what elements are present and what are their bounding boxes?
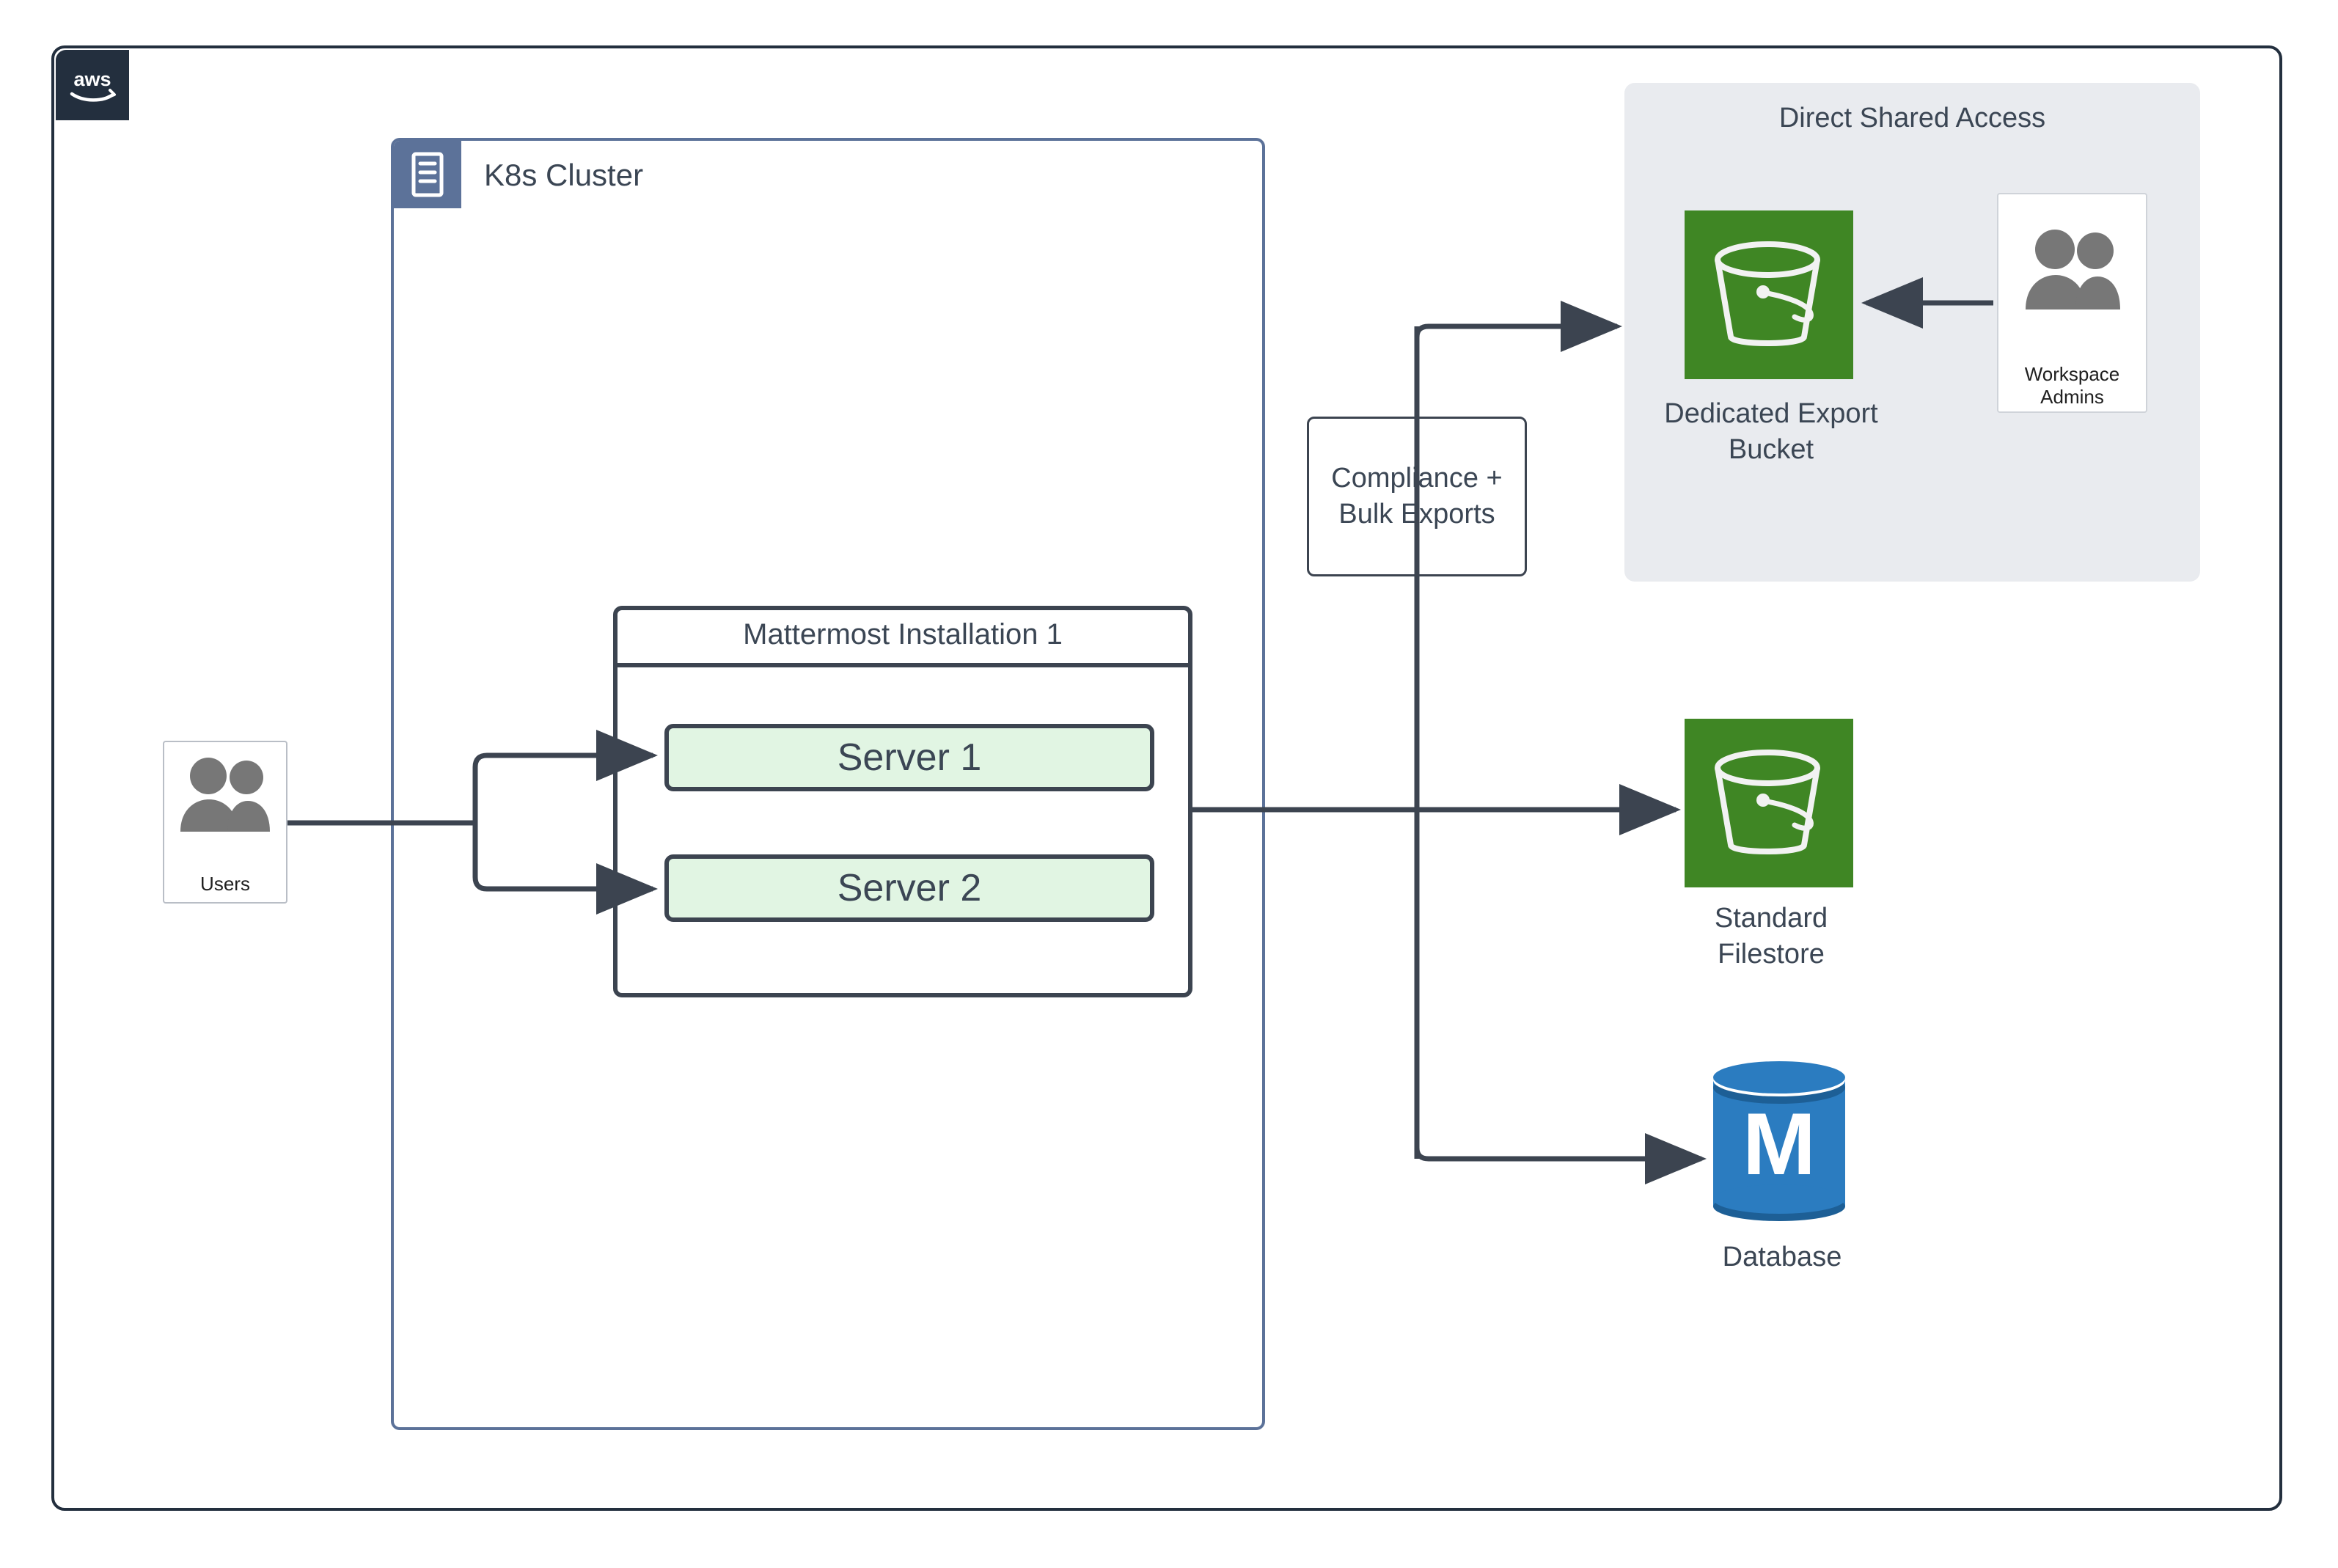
server-node-2[interactable]: Server 2: [664, 854, 1154, 922]
standard-filestore-caption-line-1: Standard: [1714, 903, 1828, 934]
server-rack-icon: [394, 141, 461, 208]
svg-text:aws: aws: [73, 68, 111, 90]
mattermost-installation-box: [613, 606, 1192, 997]
server-node-2-label: Server 2: [837, 867, 982, 909]
mattermost-installation-titlebar: Mattermost Installation 1: [613, 606, 1192, 667]
export-bucket-caption: Dedicated Export Bucket: [1599, 396, 1943, 467]
compliance-bulk-exports-node[interactable]: Compliance + Bulk Exports: [1307, 417, 1527, 576]
workspace-admins-label: Workspace Admins: [2024, 363, 2120, 408]
compliance-line-2: Bulk Exports: [1338, 499, 1495, 530]
mattermost-installation-title: Mattermost Installation 1: [743, 618, 1063, 651]
aws-logo-badge: aws: [56, 50, 129, 120]
k8s-cluster-title: K8s Cluster: [484, 158, 644, 192]
svg-text:M: M: [1742, 1095, 1816, 1193]
users-label: Users: [200, 873, 250, 895]
mattermost-database-icon[interactable]: M: [1709, 1058, 1849, 1227]
s3-bucket-icon[interactable]: [1685, 210, 1853, 379]
compliance-line-1: Compliance +: [1331, 463, 1503, 494]
standard-filestore-caption: Standard Filestore: [1599, 901, 1943, 972]
users-icon: [176, 755, 274, 836]
server-node-1-label: Server 1: [837, 736, 982, 779]
direct-shared-access-title: Direct Shared Access: [1778, 103, 2046, 133]
server-node-1[interactable]: Server 1: [664, 724, 1154, 791]
export-bucket-caption-line-2: Bucket: [1728, 433, 1814, 465]
database-caption: Database: [1722, 1242, 1842, 1272]
s3-bucket-icon[interactable]: [1685, 719, 1853, 887]
export-bucket-caption-line-1: Dedicated Export: [1664, 398, 1878, 429]
aws-icon: aws: [70, 68, 116, 102]
standard-filestore-caption-line-2: Filestore: [1718, 938, 1825, 970]
users-icon: [2020, 227, 2125, 314]
